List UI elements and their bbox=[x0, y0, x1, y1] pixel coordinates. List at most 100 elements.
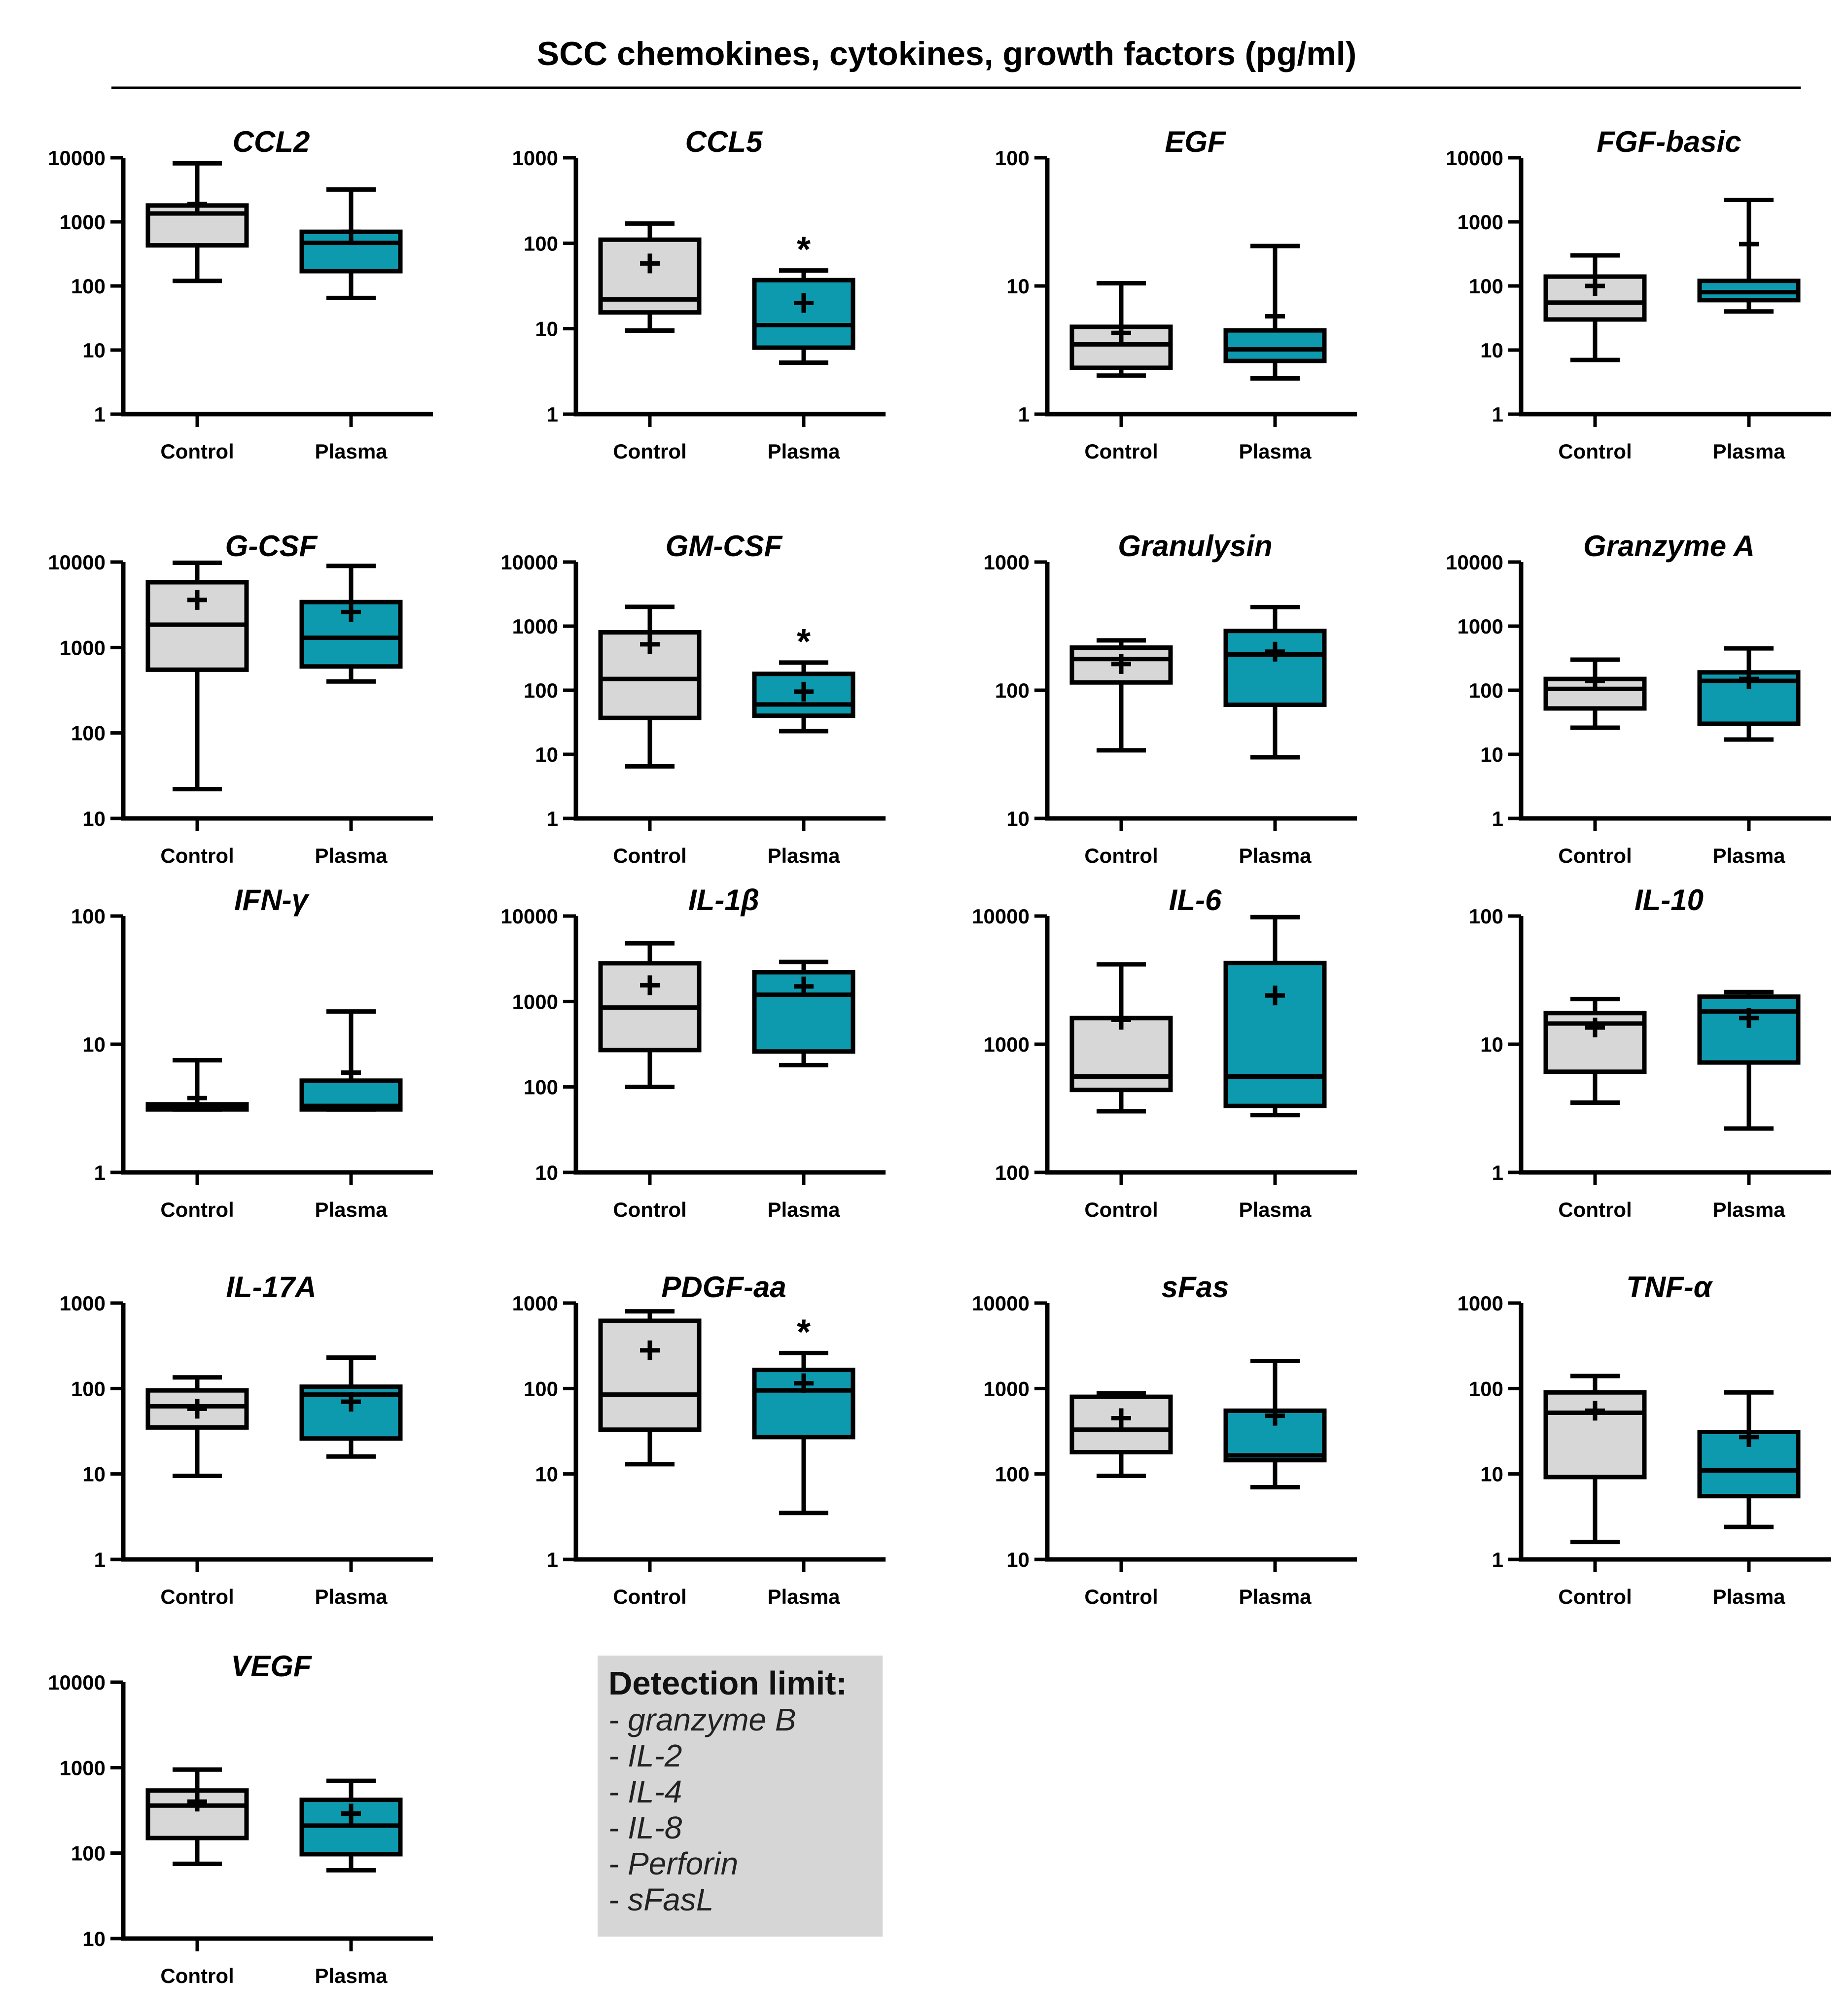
y-tick-label: 10000 bbox=[48, 146, 106, 170]
y-tick-label: 100 bbox=[995, 1463, 1030, 1486]
y-tick-label: 1000 bbox=[512, 146, 558, 170]
panel-title: IL-10 bbox=[1635, 883, 1704, 917]
panel-title: EGF bbox=[1165, 125, 1226, 158]
panel-title: Granulysin bbox=[1118, 530, 1272, 563]
y-tick-label: 100 bbox=[71, 1377, 106, 1400]
y-tick-label: 100 bbox=[524, 1377, 558, 1400]
y-tick-label: 100 bbox=[995, 1161, 1030, 1184]
panel-title: sFas bbox=[1162, 1271, 1229, 1304]
box-iqr bbox=[598, 1318, 702, 1432]
y-tick-label: 100 bbox=[71, 275, 106, 298]
y-tick-label: 1000 bbox=[512, 990, 558, 1013]
y-tick-label: 10 bbox=[82, 1927, 106, 1950]
x-category-label: Control bbox=[1084, 440, 1158, 463]
y-tick-label: 100 bbox=[71, 905, 106, 928]
y-tick-label: 1 bbox=[1018, 403, 1030, 426]
panel-title: IL-17A bbox=[226, 1271, 316, 1304]
x-category-label: Plasma bbox=[1239, 844, 1312, 867]
y-tick-label: 100 bbox=[995, 679, 1030, 702]
figure-title: SCC chemokines, cytokines, growth factor… bbox=[537, 35, 1357, 72]
x-category-label: Plasma bbox=[1712, 844, 1785, 867]
detection-limit-item: - granzyme B bbox=[608, 1702, 796, 1737]
x-category-label: Control bbox=[613, 1585, 686, 1608]
panel-title: GM-CSF bbox=[666, 530, 783, 563]
panel-title: G-CSF bbox=[225, 530, 318, 563]
x-category-label: Control bbox=[160, 1198, 234, 1221]
significance-star: * bbox=[797, 622, 811, 662]
y-tick-label: 10000 bbox=[1446, 551, 1503, 574]
panel-title: FGF-basic bbox=[1597, 125, 1741, 158]
y-tick-label: 100 bbox=[1469, 905, 1503, 928]
y-tick-label: 100 bbox=[524, 679, 558, 702]
y-tick-label: 100 bbox=[1469, 275, 1503, 298]
x-category-label: Control bbox=[1558, 844, 1632, 867]
panel-title: PDGF-aa bbox=[661, 1271, 786, 1304]
x-category-label: Plasma bbox=[767, 844, 840, 867]
y-tick-label: 100 bbox=[524, 1076, 558, 1099]
y-tick-label: 1000 bbox=[512, 1292, 558, 1315]
x-category-label: Control bbox=[613, 844, 686, 867]
detection-limit-item: - IL-8 bbox=[608, 1810, 682, 1845]
y-tick-label: 1000 bbox=[984, 1033, 1030, 1056]
y-tick-label: 100 bbox=[995, 146, 1030, 170]
detection-limit-item: - sFasL bbox=[608, 1882, 714, 1917]
y-tick-label: 10 bbox=[82, 339, 106, 362]
y-tick-label: 10 bbox=[1480, 339, 1503, 362]
y-tick-label: 10 bbox=[82, 807, 106, 830]
box-iqr bbox=[752, 970, 855, 1054]
y-tick-label: 1000 bbox=[512, 615, 558, 638]
panel-title: Granzyme A bbox=[1583, 530, 1755, 563]
y-tick-label: 10000 bbox=[48, 551, 106, 574]
y-tick-label: 1 bbox=[547, 807, 558, 830]
x-category-label: Plasma bbox=[315, 440, 388, 463]
detection-limit-item: - IL-2 bbox=[608, 1738, 682, 1773]
y-tick-label: 1 bbox=[1492, 403, 1503, 426]
y-tick-label: 10 bbox=[82, 1463, 106, 1486]
x-category-label: Plasma bbox=[1712, 440, 1785, 463]
panel-title: CCL5 bbox=[685, 125, 763, 158]
y-tick-label: 100 bbox=[71, 1842, 106, 1865]
x-category-label: Control bbox=[1558, 1198, 1632, 1221]
x-category-label: Plasma bbox=[1712, 1198, 1785, 1221]
y-tick-label: 10000 bbox=[972, 905, 1030, 928]
box-iqr bbox=[1543, 676, 1647, 711]
x-category-label: Plasma bbox=[315, 844, 388, 867]
y-tick-label: 1 bbox=[94, 1548, 106, 1571]
x-category-label: Control bbox=[160, 1964, 234, 1987]
panel-title: IFN-γ bbox=[234, 883, 310, 917]
y-tick-label: 10 bbox=[535, 1161, 558, 1184]
x-category-label: Control bbox=[1558, 1585, 1632, 1608]
y-tick-label: 1 bbox=[547, 1548, 558, 1571]
y-tick-label: 1000 bbox=[60, 1756, 106, 1779]
y-tick-label: 10 bbox=[1480, 743, 1503, 766]
y-tick-label: 1 bbox=[94, 403, 106, 426]
y-tick-label: 1000 bbox=[60, 211, 106, 234]
y-tick-label: 1000 bbox=[1457, 615, 1503, 638]
panel-title: TNF-α bbox=[1626, 1271, 1713, 1304]
panel-title: VEGF bbox=[231, 1650, 312, 1683]
x-category-label: Control bbox=[1084, 844, 1158, 867]
y-tick-label: 100 bbox=[1469, 1377, 1503, 1400]
detection-limit-title: Detection limit: bbox=[608, 1665, 847, 1702]
y-tick-label: 10000 bbox=[1446, 146, 1503, 170]
box-iqr bbox=[752, 278, 855, 350]
x-category-label: Control bbox=[1558, 440, 1632, 463]
x-category-label: Control bbox=[160, 1585, 234, 1608]
y-tick-label: 10000 bbox=[500, 551, 558, 574]
